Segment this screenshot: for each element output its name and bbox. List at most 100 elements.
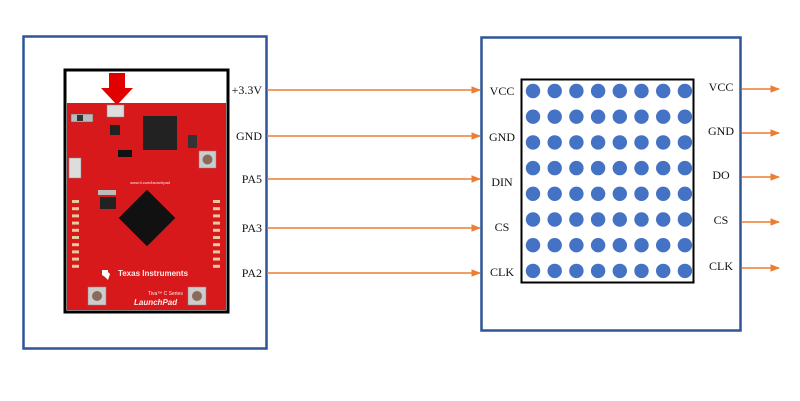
led-dot bbox=[547, 263, 562, 279]
led-dot bbox=[634, 109, 649, 124]
header-pin-icon bbox=[213, 257, 220, 261]
led-dot bbox=[525, 263, 541, 279]
led-dot bbox=[656, 212, 671, 227]
led-dot bbox=[547, 160, 562, 176]
led-dot bbox=[677, 212, 693, 227]
led-dot bbox=[590, 135, 606, 150]
led-dot bbox=[612, 238, 627, 253]
led-dot bbox=[612, 186, 627, 201]
led-dot bbox=[547, 212, 562, 227]
led-dot bbox=[634, 135, 649, 150]
board-series-text: Tiva™ C Series bbox=[148, 291, 183, 297]
led-dot bbox=[612, 109, 627, 124]
led-dot bbox=[656, 263, 671, 279]
led-matrix-frame bbox=[520, 78, 695, 284]
matrix-input-pin-label: CLK bbox=[490, 265, 514, 279]
header-pin-icon bbox=[213, 228, 220, 232]
led-dot bbox=[677, 263, 693, 279]
led-dot bbox=[612, 263, 627, 279]
led-grid bbox=[525, 83, 693, 279]
led-dot bbox=[612, 83, 627, 99]
matrix-output-pin-label: VCC bbox=[709, 80, 734, 94]
led-dot bbox=[569, 109, 584, 124]
led-dot bbox=[634, 212, 649, 227]
launchpad-board-image: www.ti.com/launchpad Texas Instruments T… bbox=[63, 68, 230, 314]
matrix-output-pin-label: CS bbox=[714, 213, 729, 227]
led-dot bbox=[569, 83, 584, 99]
led-dot bbox=[677, 135, 693, 150]
power-arrow-icon bbox=[101, 73, 133, 105]
board-brand-text: Texas Instruments bbox=[118, 269, 189, 278]
led-dot bbox=[569, 186, 584, 201]
board-pin-label: PA3 bbox=[242, 221, 262, 235]
header-pin-icon bbox=[213, 207, 220, 211]
led-dot bbox=[634, 238, 649, 253]
board-url-text: www.ti.com/launchpad bbox=[130, 180, 170, 185]
led-dot bbox=[590, 263, 606, 279]
matrix-input-pin-label: CS bbox=[495, 220, 510, 234]
led-dot bbox=[569, 212, 584, 227]
header-pin-icon bbox=[72, 228, 79, 232]
header-pin-icon bbox=[213, 200, 220, 203]
led-dot bbox=[590, 83, 606, 99]
led-dot bbox=[525, 186, 541, 201]
header-pin-icon bbox=[72, 221, 79, 225]
matrix-output-pin-label: GND bbox=[708, 124, 734, 138]
debug-usb-port-icon bbox=[106, 104, 125, 118]
output-wires bbox=[742, 85, 780, 272]
led-dot bbox=[525, 212, 541, 227]
led-dot bbox=[525, 83, 541, 99]
led-dot bbox=[634, 160, 649, 176]
led-dot bbox=[656, 83, 671, 99]
matrix-input-pin-label: DIN bbox=[491, 175, 513, 189]
ti-logo-icon bbox=[102, 270, 110, 280]
led-dot bbox=[677, 238, 693, 253]
led-dot bbox=[590, 160, 606, 176]
header-pin-icon bbox=[72, 200, 79, 203]
led-dot bbox=[547, 238, 562, 253]
led-dot bbox=[634, 263, 649, 279]
led-dot bbox=[569, 160, 584, 176]
wires bbox=[267, 86, 481, 277]
led-dot bbox=[590, 109, 606, 124]
led-dot bbox=[677, 109, 693, 124]
board-product-text: LaunchPad bbox=[134, 298, 178, 307]
led-dot bbox=[677, 160, 693, 176]
device-usb-port-icon bbox=[68, 157, 82, 179]
led-dot bbox=[656, 186, 671, 201]
led-matrix-module-box bbox=[480, 36, 742, 332]
led-dot bbox=[612, 212, 627, 227]
matrix-output-pin-label: CLK bbox=[709, 259, 733, 273]
matrix-input-pin-labels: VCC GND DIN CS CLK bbox=[489, 84, 515, 279]
header-pin-icon bbox=[72, 257, 79, 261]
header-pin-icon bbox=[213, 250, 220, 254]
led-dot bbox=[612, 135, 627, 150]
header-pin-icon bbox=[72, 250, 79, 254]
led-dot bbox=[656, 160, 671, 176]
matrix-input-pin-label: VCC bbox=[490, 84, 515, 98]
led-dot bbox=[547, 109, 562, 124]
led-dot bbox=[590, 212, 606, 227]
header-pin-icon bbox=[72, 207, 79, 211]
main-mcu-chip-icon bbox=[118, 189, 176, 247]
header-pin-icon bbox=[72, 214, 79, 218]
led-dot bbox=[547, 83, 562, 99]
board-pin-label: GND bbox=[236, 129, 262, 143]
matrix-input-pin-label: GND bbox=[489, 130, 515, 144]
led-dot bbox=[569, 238, 584, 253]
led-dot bbox=[525, 109, 541, 124]
led-dot bbox=[525, 135, 541, 150]
header-pin-icon bbox=[213, 243, 220, 247]
header-pins bbox=[72, 200, 220, 268]
led-dot bbox=[656, 135, 671, 150]
header-pin-icon bbox=[213, 264, 220, 268]
led-dot bbox=[547, 186, 562, 201]
header-pin-icon bbox=[213, 221, 220, 225]
led-dot bbox=[525, 160, 541, 176]
led-dot bbox=[525, 238, 541, 253]
led-dot bbox=[547, 135, 562, 150]
led-dot bbox=[677, 83, 693, 99]
